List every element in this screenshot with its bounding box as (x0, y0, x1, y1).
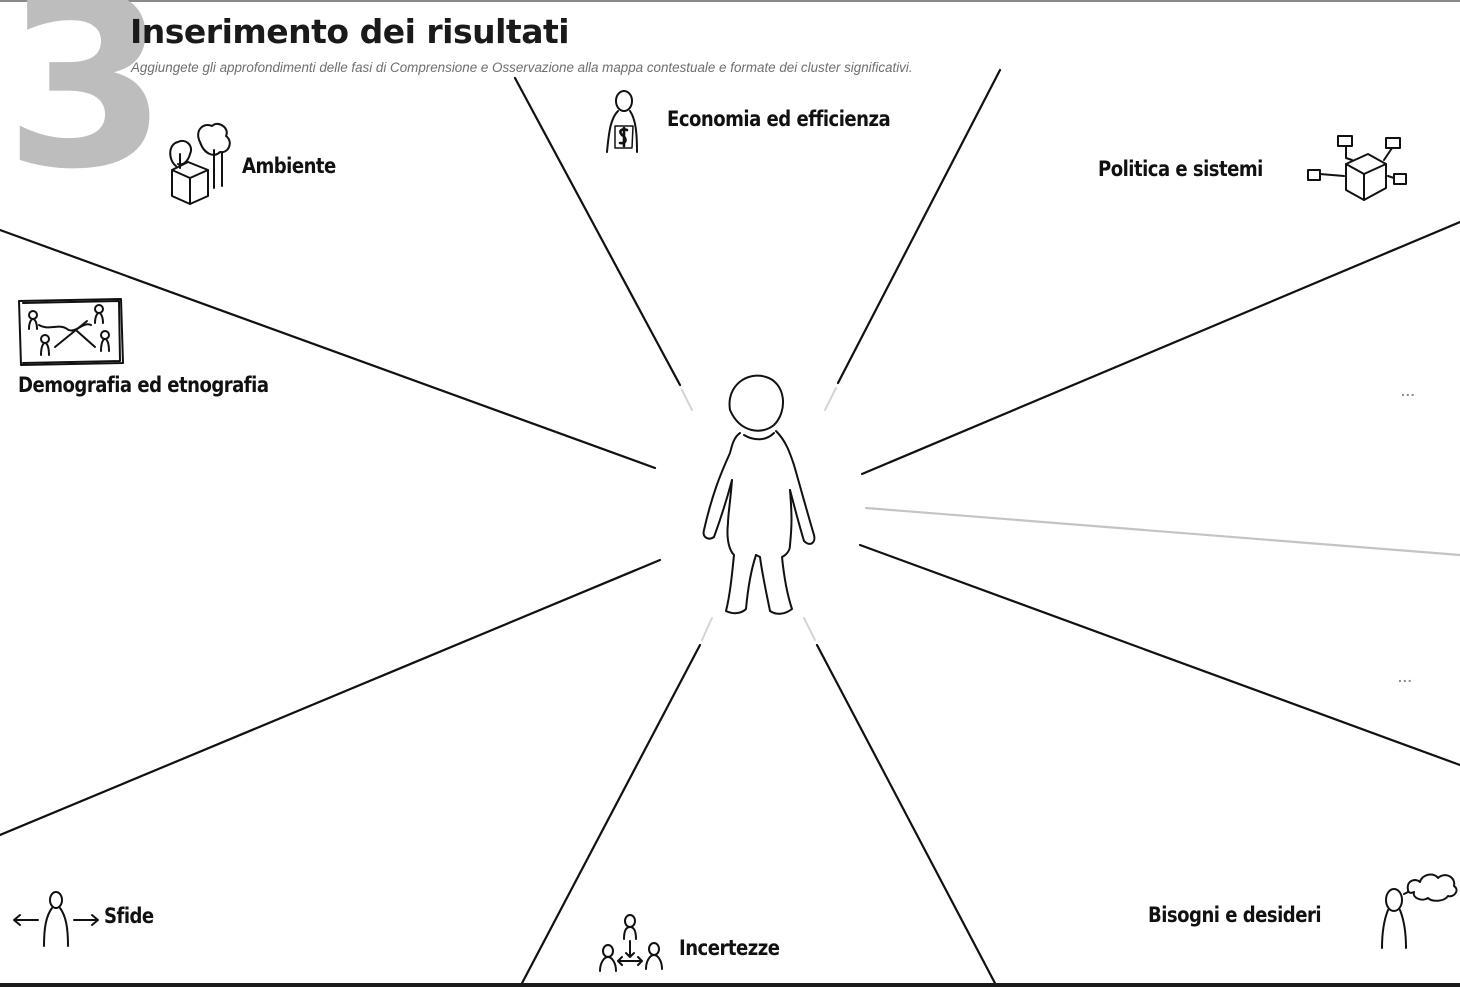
divider-economia-right (836, 68, 1002, 385)
person-dollar-icon (606, 90, 638, 153)
label-bisogni: Bisogni e desideri (1148, 903, 1322, 927)
step-number: 3 (4, 0, 168, 221)
divider-fade-2 (824, 387, 837, 411)
divider-politica-placeholder (860, 220, 1460, 476)
label-politica: Politica e sistemi (1098, 157, 1263, 181)
divider-incertezze-right (815, 643, 999, 987)
person-thought-icon (1381, 873, 1458, 949)
label-sfide: Sfide (104, 904, 154, 928)
divider-economia-left (513, 76, 682, 387)
divider-placeholders (864, 506, 1460, 557)
person-arrows-icon (13, 891, 99, 947)
top-border (0, 0, 1460, 2)
divider-ambiente-demografia (0, 228, 657, 470)
page-subtitle: Aggiungete gli approfondimenti delle fas… (131, 60, 913, 75)
network-box-icon (1307, 135, 1407, 201)
divider-fade-3 (701, 617, 713, 641)
divider-demografia-sfide (0, 558, 662, 837)
label-ambiente: Ambiente (242, 154, 336, 178)
trees-box-icon (169, 122, 231, 205)
divider-fade-4 (803, 617, 816, 641)
people-group-icon (599, 914, 663, 972)
page-title: Inserimento dei risultati (130, 12, 570, 51)
placeholder-label-1: ... (1401, 383, 1416, 399)
label-economia: Economia ed efficienza (667, 107, 891, 131)
people-map-icon (18, 298, 124, 366)
divider-fade-1 (681, 389, 693, 411)
divider-placeholder-bisogni (858, 543, 1460, 767)
label-demografia: Demografia ed etnografia (18, 373, 269, 397)
divider-incertezze-left (518, 643, 702, 987)
label-incertezze: Incertezze (679, 936, 780, 960)
bottom-border (0, 983, 1460, 987)
placeholder-label-2: ... (1398, 669, 1413, 685)
person-outline-icon (702, 374, 816, 615)
